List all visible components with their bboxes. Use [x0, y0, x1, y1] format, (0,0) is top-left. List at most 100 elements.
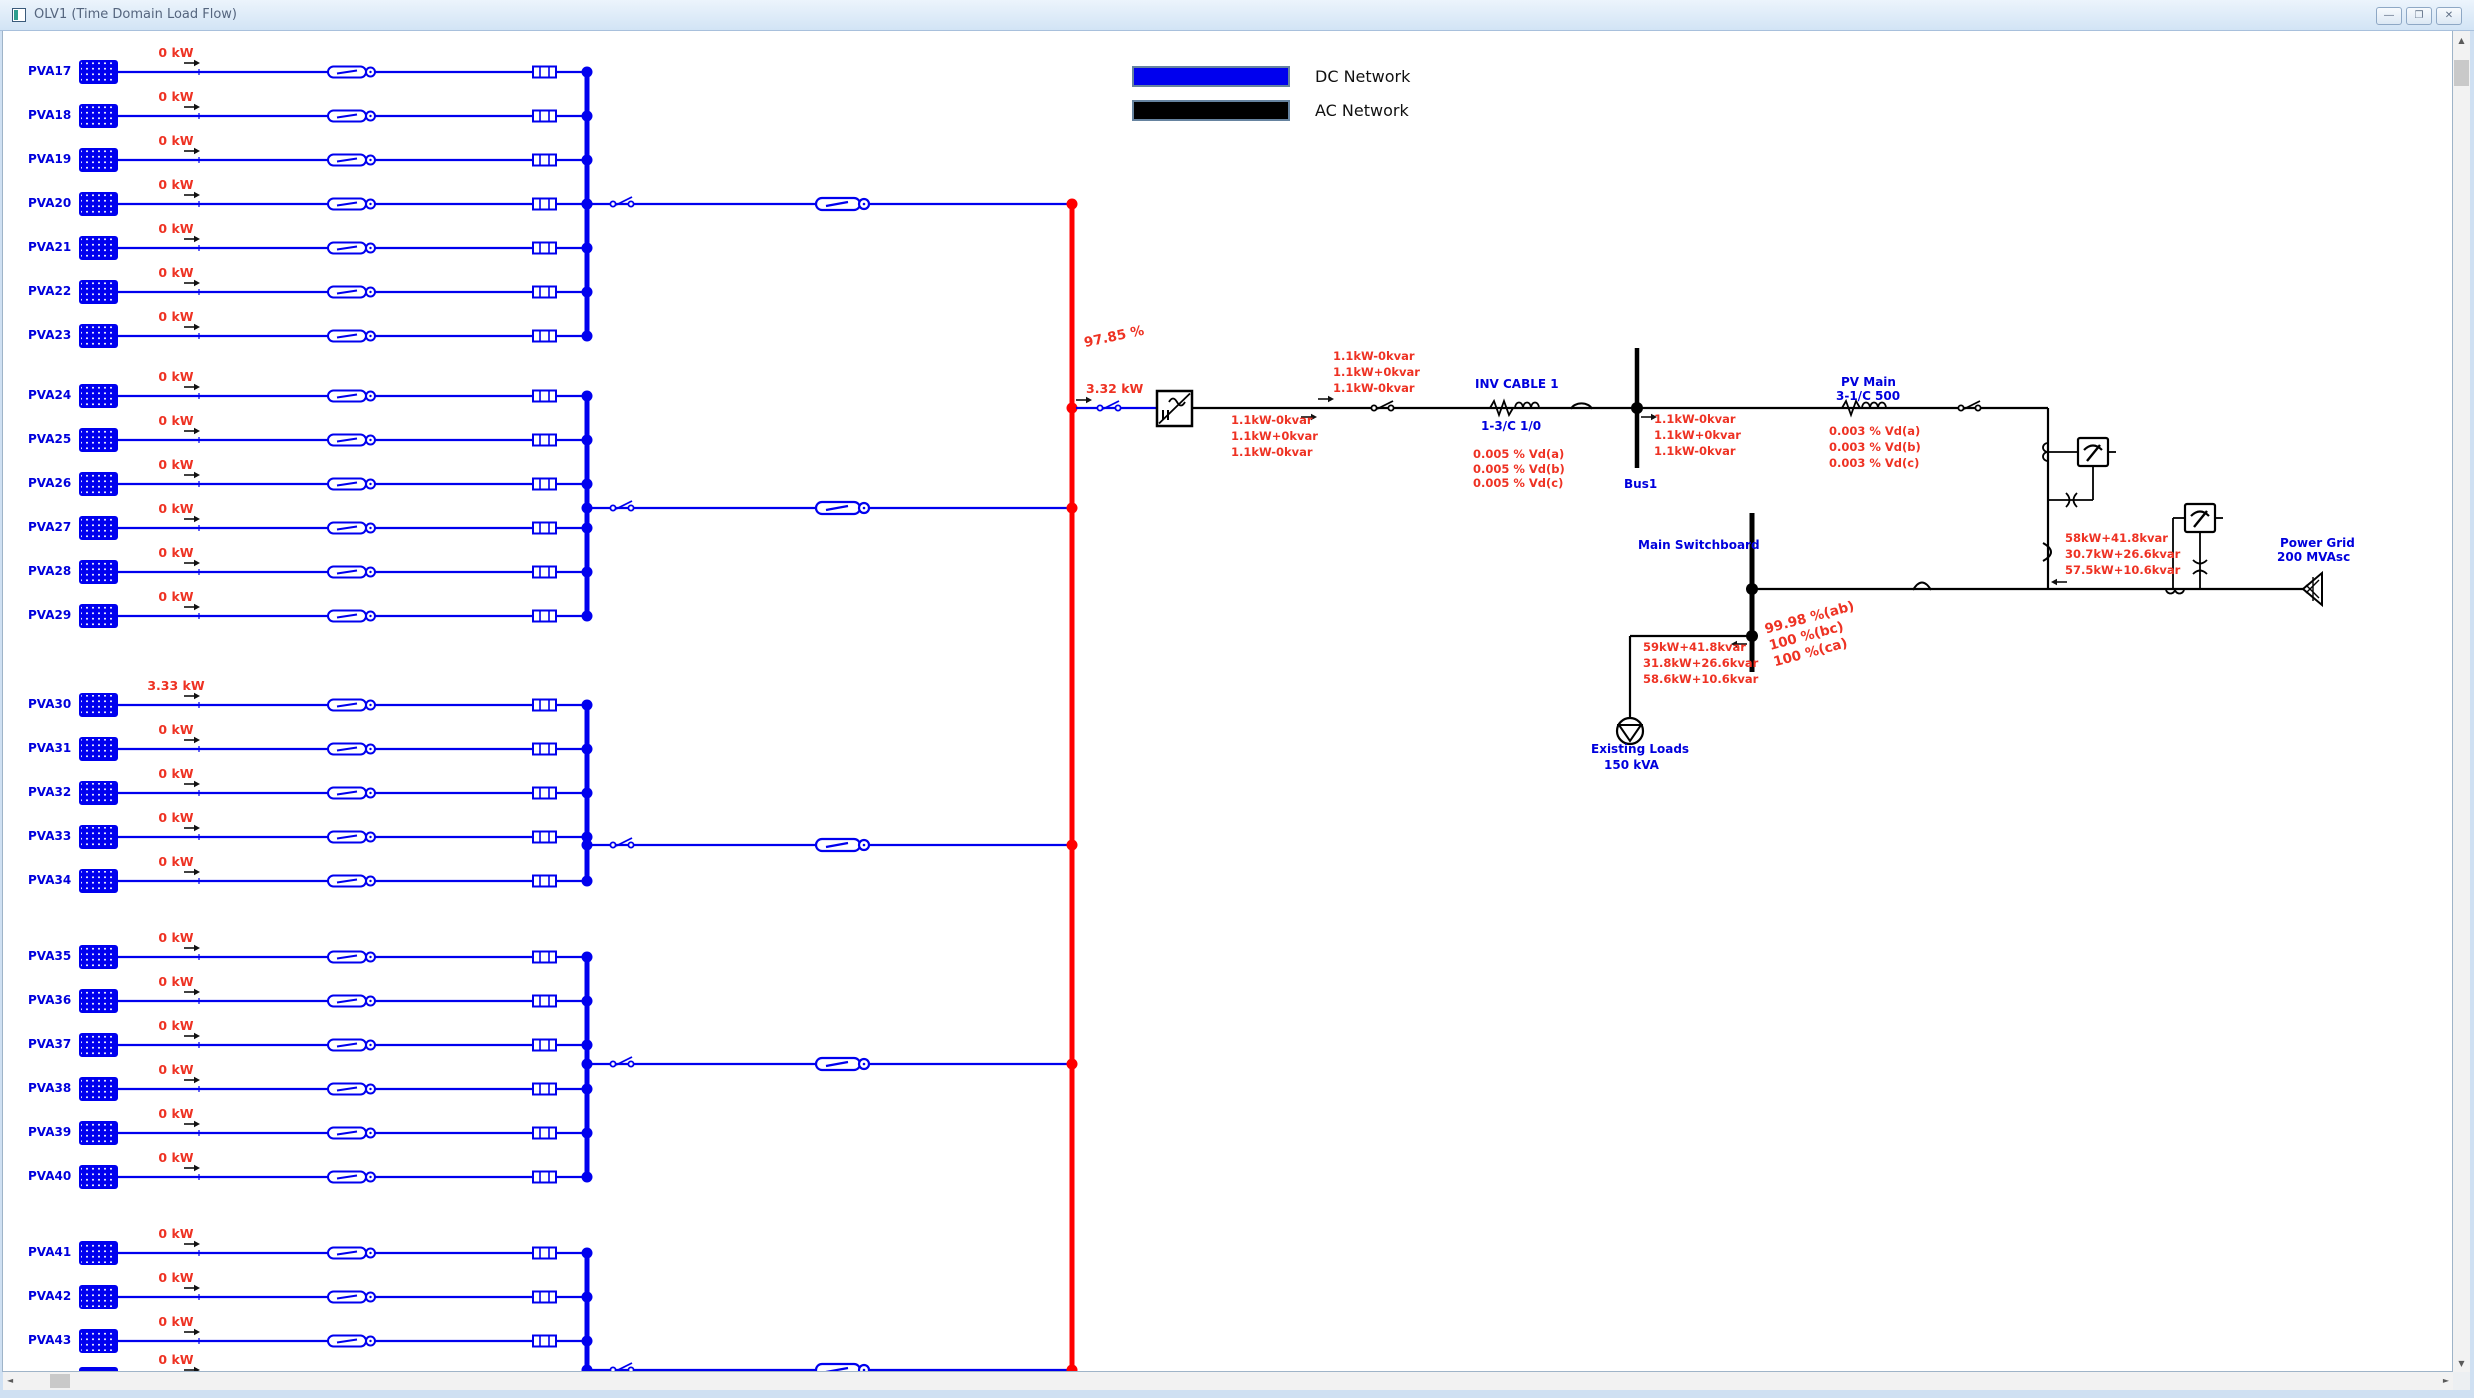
inv-cable-vd: 0.005 % Vd(a) 0.005 % Vd(b) 0.005 % Vd(c…: [1473, 447, 1565, 490]
pv-row-label-pva18: PVA18: [28, 108, 72, 122]
pv-row-kw-pva32: 0 kW: [158, 766, 194, 781]
existing-loads-symbol[interactable]: [1615, 634, 1750, 746]
horizontal-scrollbar[interactable]: ◄ ►: [3, 1372, 2453, 1390]
pv-row-label-pva40: PVA40: [28, 1169, 72, 1183]
pv-main-vd: 0.003 % Vd(a) 0.003 % Vd(b) 0.003 % Vd(c…: [1829, 424, 1921, 470]
pv-row-label-pva30: PVA30: [28, 697, 72, 711]
existing-loads-rating: 150 kVA: [1604, 758, 1659, 772]
oneline-schematic[interactable]: [3, 30, 2452, 1371]
scroll-right-icon[interactable]: ►: [2442, 1376, 2449, 1385]
pv-row-label-pva35: PVA35: [28, 949, 72, 963]
vertical-scrollbar[interactable]: ▲ ▼: [2453, 30, 2470, 1372]
pv-row-label-pva28: PVA28: [28, 564, 72, 578]
pv-row-kw-pva41: 0 kW: [158, 1226, 194, 1241]
existing-loads-name: Existing Loads: [1591, 742, 1690, 756]
pv-group-4[interactable]: [79, 944, 1078, 1189]
close-button[interactable]: ✕: [2436, 7, 2462, 25]
pv-row-kw-partial: 0 kW: [158, 1352, 194, 1367]
main-switchboard-label: Main Switchboard: [1638, 538, 1760, 552]
pv-row-kw-pva39: 0 kW: [158, 1106, 194, 1121]
pv-row-kw-pva29: 0 kW: [158, 589, 194, 604]
scroll-down-icon[interactable]: ▼: [2453, 1359, 2470, 1368]
legend-ac-swatch: [1132, 100, 1290, 121]
app-icon: [12, 8, 26, 22]
ac-network[interactable]: [1192, 348, 2323, 746]
pv-row-kw-pva26: 0 kW: [158, 457, 194, 472]
inverter[interactable]: [1076, 389, 1194, 428]
pv-group-2[interactable]: [79, 383, 1078, 628]
pv-row-kw-pva24: 0 kW: [158, 369, 194, 384]
window-titlebar[interactable]: OLV1 (Time Domain Load Flow) — ❐ ✕: [0, 0, 2474, 31]
flow-inverter-ac: 1.1kW-0kvar 1.1kW+0kvar 1.1kW-0kvar: [1231, 413, 1318, 459]
pv-row-kw-pva43: 0 kW: [158, 1314, 194, 1329]
pv-row-kw-pva22: 0 kW: [158, 265, 194, 280]
pv-row-label-pva39: PVA39: [28, 1125, 72, 1139]
pv-row-label-pva34: PVA34: [28, 873, 72, 887]
pv-row-kw-pva40: 0 kW: [158, 1150, 194, 1165]
inv-cable-name: INV CABLE 1: [1475, 377, 1559, 391]
pv-row-label-pva26: PVA26: [28, 476, 72, 490]
oneline-canvas[interactable]: DC Network AC Network 97.85 % 3.32 kW 1.…: [2, 29, 2453, 1372]
pv-group-3[interactable]: [79, 692, 1078, 893]
pv-row-kw-pva21: 0 kW: [158, 221, 194, 236]
dc-bus-kw: 3.32 kW: [1086, 381, 1144, 396]
window-title: OLV1 (Time Domain Load Flow): [34, 7, 238, 22]
horizontal-scroll-thumb[interactable]: [50, 1374, 70, 1388]
flow-to-grid: 58kW+41.8kvar 30.7kW+26.6kvar 57.5kW+10.…: [2065, 531, 2181, 577]
restore-button[interactable]: ❐: [2406, 7, 2432, 25]
pv-row-label-pva29: PVA29: [28, 608, 72, 622]
pv-row-kw-pva20: 0 kW: [158, 177, 194, 192]
pv-row-label-pva20: PVA20: [28, 196, 72, 210]
pv-row-label-pva36: PVA36: [28, 993, 72, 1007]
pv-main-name: PV Main: [1841, 375, 1896, 389]
power-grid-symbol[interactable]: [2301, 570, 2323, 608]
flow-to-load: 59kW+41.8kvar 31.8kW+26.6kvar 58.6kW+10.…: [1643, 640, 1759, 686]
pv-row-label-pva17: PVA17: [28, 64, 72, 78]
pv-row-label-pva42: PVA42: [28, 1289, 72, 1303]
vertical-scroll-thumb[interactable]: [2454, 60, 2469, 86]
scroll-left-icon[interactable]: ◄: [7, 1376, 14, 1385]
minimize-button[interactable]: —: [2376, 7, 2402, 25]
bus1-label: Bus1: [1624, 477, 1658, 491]
pv-row-kw-pva37: 0 kW: [158, 1018, 194, 1033]
pv-row-label-pva25: PVA25: [28, 432, 72, 446]
flow-into-bus1: 1.1kW-0kvar 1.1kW+0kvar 1.1kW-0kvar: [1333, 349, 1420, 395]
pv-group-1[interactable]: [79, 59, 1078, 348]
scroll-up-icon[interactable]: ▲: [2453, 36, 2470, 45]
flow-out-bus1: 1.1kW-0kvar 1.1kW+0kvar 1.1kW-0kvar: [1654, 412, 1741, 458]
scrollbar-corner: [2453, 1372, 2470, 1390]
pv-row-label-pva37: PVA37: [28, 1037, 72, 1051]
pv-row-label-pva38: PVA38: [28, 1081, 72, 1095]
inv-cable-size: 1-3/C 1/0: [1481, 419, 1542, 433]
pv-row-label-pva33: PVA33: [28, 829, 72, 843]
legend-ac-label: AC Network: [1315, 101, 1409, 120]
pv-row-kw-pva17: 0 kW: [158, 45, 194, 60]
pv-row-label-pva41: PVA41: [28, 1245, 72, 1259]
pv-row-kw-pva36: 0 kW: [158, 974, 194, 989]
legend-dc-label: DC Network: [1315, 67, 1411, 86]
pv-row-kw-pva42: 0 kW: [158, 1270, 194, 1285]
pv-row-kw-pva33: 0 kW: [158, 810, 194, 825]
pv-row-kw-pva19: 0 kW: [158, 133, 194, 148]
pv-row-kw-pva27: 0 kW: [158, 501, 194, 516]
pv-row-label-pva27: PVA27: [28, 520, 72, 534]
dc-collector-bus[interactable]: [1066, 204, 1078, 1370]
pv-row-kw-pva28: 0 kW: [158, 545, 194, 560]
pv-row-kw-pva31: 0 kW: [158, 722, 194, 737]
pv-row-label-pva23: PVA23: [28, 328, 72, 342]
power-grid-name: Power Grid: [2280, 536, 2355, 550]
pv-row-label-pva22: PVA22: [28, 284, 72, 298]
pv-row-kw-pva38: 0 kW: [158, 1062, 194, 1077]
power-grid-rating: 200 MVAsc: [2277, 550, 2351, 564]
pv-row-label-pva32: PVA32: [28, 785, 72, 799]
pv-row-kw-pva30: 3.33 kW: [147, 678, 205, 693]
pv-row-kw-pva35: 0 kW: [158, 930, 194, 945]
pv-main-size: 3-1/C 500: [1836, 389, 1901, 403]
legend-dc-swatch: [1132, 66, 1290, 87]
pv-row-kw-pva18: 0 kW: [158, 89, 194, 104]
pv-group-5[interactable]: [79, 1240, 1078, 1371]
pv-row-label-pva19: PVA19: [28, 152, 72, 166]
pv-row-label-pva31: PVA31: [28, 741, 72, 755]
pv-row-kw-pva23: 0 kW: [158, 309, 194, 324]
pv-row-kw-pva34: 0 kW: [158, 854, 194, 869]
